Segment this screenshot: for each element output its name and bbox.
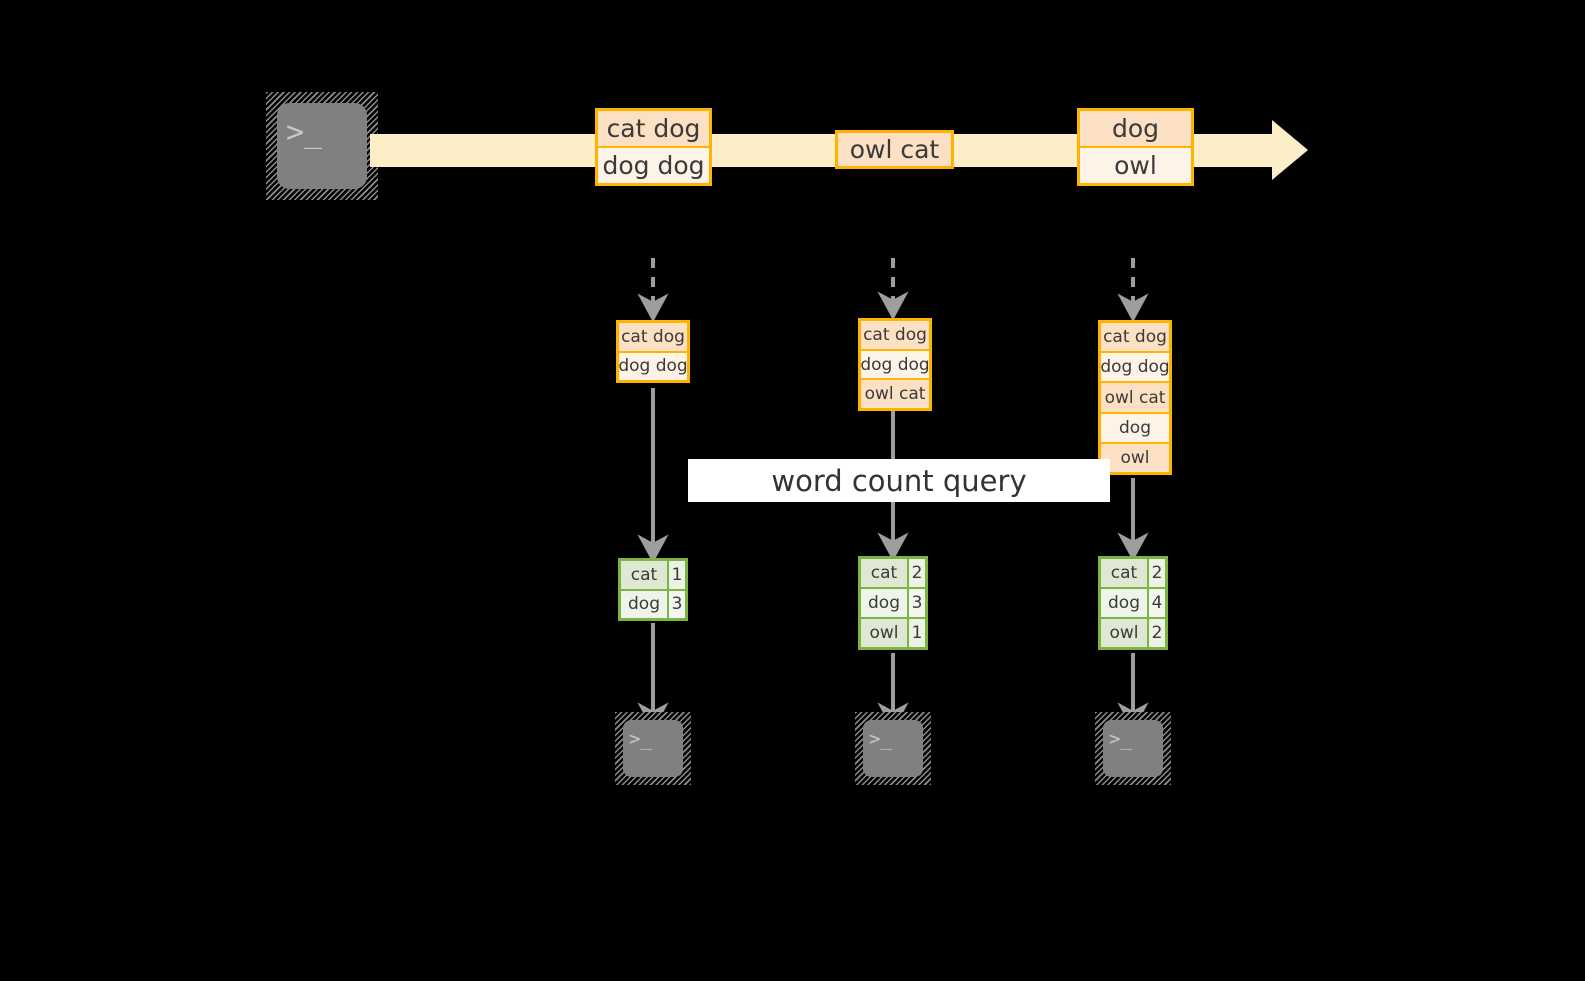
result-table-2: cat 2 dog 3 owl 1 [858, 556, 928, 650]
state-row: cat dog [619, 323, 687, 351]
sink-terminal-icon-2: >_ [855, 712, 931, 785]
table-row: cat 2 [1101, 559, 1165, 587]
result-table-1: cat 1 dog 3 [618, 558, 688, 621]
query-banner-label: word count query [771, 463, 1027, 498]
table-row: dog 3 [861, 587, 925, 617]
result-value: 3 [667, 590, 685, 618]
result-key: cat [861, 559, 907, 587]
result-value: 4 [1147, 589, 1165, 617]
result-value: 2 [1147, 619, 1165, 647]
result-value: 2 [1147, 559, 1165, 587]
state-row: dog dog [618, 350, 688, 380]
state-row: dog [1101, 411, 1169, 442]
table-row: dog 4 [1101, 587, 1165, 617]
terminal-prompt-glyph: >_ [1109, 728, 1132, 750]
record-row: owl [1080, 146, 1191, 183]
table-row: cat 2 [861, 559, 925, 587]
event-stream-arrowhead [1272, 120, 1308, 180]
terminal-body [863, 720, 923, 777]
state-row: owl cat [1101, 381, 1169, 412]
terminal-body [623, 720, 683, 777]
result-value: 3 [907, 589, 925, 617]
state-row: cat dog [1101, 323, 1169, 352]
sink-terminal-icon-3: >_ [1095, 712, 1171, 785]
table-row: owl 1 [861, 617, 925, 647]
table-row: dog 3 [621, 588, 685, 618]
state-row: cat dog [861, 321, 929, 349]
result-table-3: cat 2 dog 4 owl 2 [1098, 556, 1168, 650]
sink-terminal-icon-1: >_ [615, 712, 691, 785]
terminal-body [277, 103, 367, 189]
table-row: cat 1 [621, 561, 685, 589]
state-row: dog dog [1100, 351, 1170, 382]
terminal-prompt-glyph: >_ [869, 728, 892, 750]
terminal-prompt-glyph: >_ [629, 728, 652, 750]
result-value: 2 [907, 559, 925, 587]
snapshot-state-1: cat dog dog dog [616, 320, 690, 383]
terminal-body [1103, 720, 1163, 777]
result-value: 1 [907, 619, 925, 647]
query-banner: word count query [688, 459, 1110, 502]
result-key: dog [1101, 589, 1147, 617]
record-row: dog dog [598, 146, 709, 183]
stream-record-1: cat dog dog dog [595, 108, 712, 186]
snapshot-state-3: cat dog dog dog owl cat dog owl [1098, 320, 1172, 475]
stream-record-3: dog owl [1077, 108, 1194, 186]
result-key: owl [1101, 619, 1147, 647]
result-key: dog [861, 589, 907, 617]
record-row: dog [1080, 111, 1191, 146]
result-value: 1 [667, 561, 685, 589]
result-key: dog [621, 590, 667, 618]
state-row: dog dog [860, 348, 930, 379]
state-row: owl cat [861, 378, 929, 409]
terminal-prompt-glyph: >_ [286, 115, 323, 150]
result-key: cat [1101, 559, 1147, 587]
stream-record-2: owl cat [835, 130, 954, 169]
snapshot-state-2: cat dog dog dog owl cat [858, 318, 932, 411]
source-terminal-icon: >_ [266, 92, 378, 200]
table-row: owl 2 [1101, 617, 1165, 647]
record-row: cat dog [598, 111, 709, 146]
state-row: owl [1101, 441, 1169, 473]
result-key: cat [621, 561, 667, 589]
result-key: owl [861, 619, 907, 647]
record-row: owl cat [838, 133, 951, 166]
